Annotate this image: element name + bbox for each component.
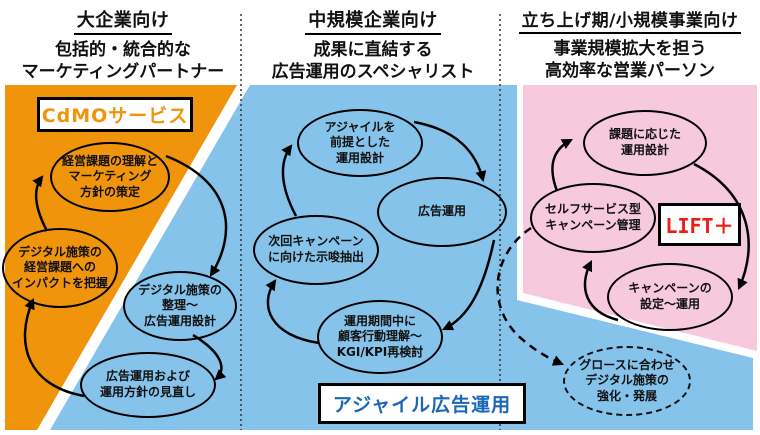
node-next-campaign-insight: 次回キャンペーン に向けた示唆抽出 — [253, 215, 379, 285]
agile-blue-region — [50, 85, 753, 430]
column-subtitle: 成果に直結する 広告運用のスペシャリスト — [271, 40, 475, 83]
arrow-adops-to-kgi — [442, 239, 496, 331]
arrow-insight-to-agile-design — [281, 144, 298, 217]
column-title: 中規模企業向け — [305, 6, 441, 35]
column-subtitle: 包括的・統合的な マーケティングパートナー — [21, 40, 225, 83]
lift-plus-badge: LIFT＋ — [658, 203, 741, 246]
agile-adops-badge: アジャイル広告運用 — [318, 383, 526, 424]
column-header-enterprise: 大企業向け 包括的・統合的な マーケティングパートナー — [0, 6, 246, 84]
column-subtitle: 事業規模拡大を担う 高効率な営業パーソン — [545, 39, 715, 82]
column-title: 大企業向け — [73, 6, 173, 35]
arrow-design-to-campaign — [693, 162, 750, 291]
arrow-strategy-to-planning — [165, 154, 228, 277]
arrow-selfservice-to-growth-dashed — [496, 226, 565, 366]
node-digital-impact-grasp: デジタル施策の 経営課題への インパクトを把握 — [2, 228, 118, 308]
node-self-service-campaign-mgmt: セルフサービス型 キャンペーン管理 — [530, 183, 656, 253]
column-header-midsize: 中規模企業向け 成果に直結する 広告運用のスペシャリスト — [248, 6, 498, 84]
node-business-issue-understanding: 経営課題の理解と マーケティング 方針の策定 — [50, 142, 170, 212]
cdmo-service-badge: CdMOサービス — [37, 97, 193, 132]
arrow-selfservice-to-design — [551, 138, 573, 192]
node-digital-organize-adops-design: デジタル施策の 整理～ 広告運用設計 — [123, 271, 237, 341]
arrow-impact-to-strategy — [32, 175, 49, 232]
arrow-review-to-impact — [23, 297, 85, 398]
node-agile-based-design: アジャイルを 前提とした 運用設計 — [297, 109, 423, 177]
arrow-kgi-to-insight — [265, 279, 320, 345]
arrow-planning-to-review — [192, 333, 227, 381]
arrow-campaign-to-selfservice — [582, 260, 619, 322]
node-growth-digital-expansion: グロースに合わせ デジタル施策の 強化・発展 — [563, 346, 691, 416]
node-ad-operation: 広告運用 — [377, 177, 507, 247]
node-campaign-setup-operation: キャンペーンの 設定～運用 — [607, 263, 733, 331]
column-header-startup: 立ち上げ期/小規模事業向け 事業規模拡大を担う 高効率な営業パーソン — [502, 6, 758, 83]
node-kgi-kpi-review: 運用期間中に 顧客行動理解～ KGI/KPI再検討 — [317, 300, 443, 374]
column-title: 立ち上げ期/小規模事業向け — [518, 6, 742, 34]
node-adops-policy-review: 広告運用および 運用方針の見直し — [80, 352, 216, 418]
arrow-agile-design-to-adops — [413, 120, 487, 183]
node-issue-based-design: 課題に応じた 運用設計 — [583, 110, 707, 176]
